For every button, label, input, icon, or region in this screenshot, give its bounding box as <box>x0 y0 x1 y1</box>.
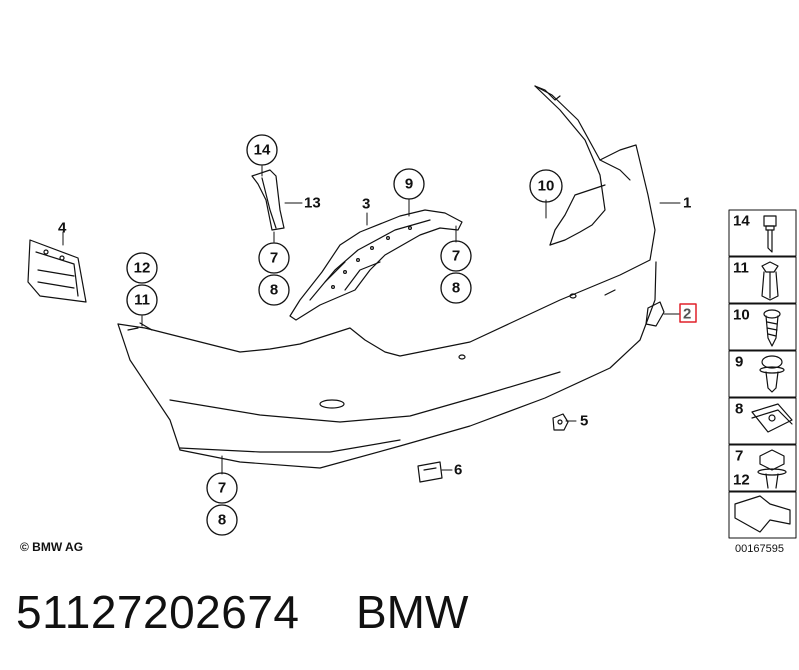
legend-num-12: 12 <box>733 472 750 489</box>
leader-lines <box>62 165 681 475</box>
callout-10: 10 <box>538 178 555 195</box>
bolt-icon <box>763 215 777 253</box>
legend-num-11: 11 <box>733 260 749 277</box>
brand-name: BMW <box>356 586 469 638</box>
bracket-center <box>289 209 463 321</box>
callout-7: 7 <box>218 480 226 497</box>
callout-1: 1 <box>683 195 691 212</box>
callout-11: 11 <box>134 292 150 309</box>
callout-14: 14 <box>254 142 271 159</box>
callout-2: 2 <box>683 306 691 323</box>
callout-8: 8 <box>270 282 278 299</box>
rear-bumper-trim <box>117 85 657 469</box>
legend-num-14: 14 <box>733 213 750 230</box>
callout-7: 7 <box>452 248 460 265</box>
highlight-box <box>679 303 697 323</box>
hex-bolt-icon <box>757 449 787 489</box>
screw-icon <box>763 309 781 347</box>
guide-bracket <box>251 169 285 231</box>
copyright-text: © BMW AG <box>20 540 84 554</box>
clip-nut-icon <box>751 403 793 433</box>
side-bracket-left <box>27 239 87 303</box>
clip-part <box>552 413 569 431</box>
reference-number: 00167595 <box>735 543 784 555</box>
callout-6: 6 <box>454 462 462 479</box>
part-number: 51127202674 <box>16 586 300 638</box>
callout-8: 8 <box>452 280 460 297</box>
callout-9: 9 <box>405 176 413 193</box>
legend-panel <box>728 209 797 539</box>
legend-num-8: 8 <box>735 401 743 418</box>
expanding-rivet-icon <box>761 261 779 301</box>
legend-num-9: 9 <box>735 354 743 371</box>
callout-7: 7 <box>270 250 278 267</box>
callout-circles <box>126 134 563 536</box>
callout-3: 3 <box>362 196 370 213</box>
legend-num-7: 7 <box>735 448 743 465</box>
legend-num-10: 10 <box>733 307 750 324</box>
tow-hook-cover <box>645 301 665 327</box>
callout-8: 8 <box>218 512 226 529</box>
callout-13: 13 <box>304 195 321 212</box>
callout-5: 5 <box>580 413 588 430</box>
plate-part <box>417 461 443 483</box>
collar-screw-icon <box>759 355 785 393</box>
direction-arrow-icon <box>734 495 791 533</box>
callout-12: 12 <box>134 260 151 277</box>
callout-4: 4 <box>58 220 67 237</box>
